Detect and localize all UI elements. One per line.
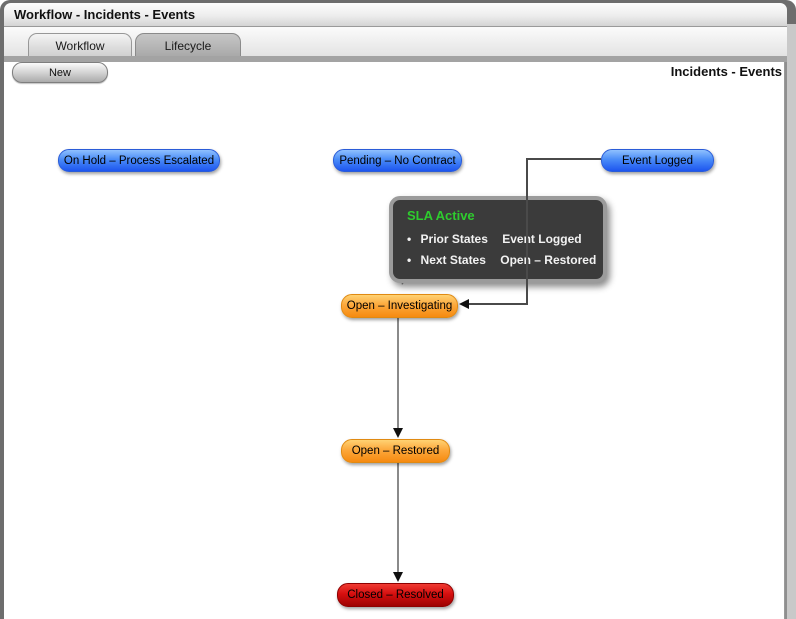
node-label: Pending – No Contract bbox=[339, 154, 456, 167]
next-states-value: Open – Restored bbox=[500, 253, 597, 267]
sla-tooltip-next-states: • Next States Open – Restored bbox=[407, 253, 596, 267]
edge-eventlogged-vertical bbox=[526, 158, 528, 305]
new-button-label: New bbox=[48, 66, 71, 79]
node-label: Event Logged bbox=[622, 154, 693, 167]
node-open-investigating[interactable]: Open – Investigating bbox=[341, 294, 458, 318]
node-label: Open – Restored bbox=[351, 445, 440, 457]
node-label: Closed – Resolved bbox=[347, 589, 444, 601]
node-event-logged[interactable]: Event Logged bbox=[601, 149, 714, 172]
tab-workflow[interactable]: Workflow bbox=[28, 33, 132, 57]
bullet-icon: • bbox=[407, 232, 412, 246]
edge-restored-to-resolved bbox=[397, 463, 399, 572]
arrowhead-into-open-restored bbox=[393, 428, 403, 438]
title-bar: Workflow - Incidents - Events bbox=[4, 3, 787, 27]
node-on-hold-process-escalated[interactable]: On Hold – Process Escalated bbox=[58, 149, 220, 172]
node-label: On Hold – Process Escalated bbox=[63, 154, 215, 167]
arrowhead-into-closed-resolved bbox=[393, 572, 403, 582]
tab-workflow-label: Workflow bbox=[55, 38, 105, 53]
panel-heading: Incidents - Events bbox=[670, 64, 782, 79]
workflow-canvas bbox=[4, 62, 785, 619]
edge-investigating-to-restored bbox=[397, 318, 399, 429]
arrowhead-into-open-investigating bbox=[459, 299, 469, 309]
vertical-scrollbar[interactable] bbox=[785, 24, 796, 619]
new-button[interactable]: New bbox=[12, 62, 108, 83]
next-states-label: Next States bbox=[420, 253, 486, 267]
edge-eventlogged-to-investigating bbox=[469, 303, 528, 305]
node-closed-resolved[interactable]: Closed – Resolved bbox=[337, 583, 454, 607]
node-label: Open – Investigating bbox=[346, 300, 453, 312]
node-open-restored[interactable]: Open – Restored bbox=[341, 439, 450, 463]
tab-divider-bar bbox=[4, 56, 787, 62]
tab-strip: Workflow Lifecycle bbox=[4, 27, 787, 57]
sla-tooltip: SLA Active • Prior States Event Logged •… bbox=[389, 196, 607, 283]
sla-tooltip-title: SLA Active bbox=[407, 208, 475, 223]
window-title: Workflow - Incidents - Events bbox=[14, 7, 196, 22]
node-pending-no-contract[interactable]: Pending – No Contract bbox=[333, 149, 462, 172]
edge-eventlogged-horizontal bbox=[527, 158, 601, 160]
tab-lifecycle-label: Lifecycle bbox=[164, 38, 212, 53]
bullet-icon: • bbox=[407, 253, 412, 267]
sla-tooltip-prior-states: • Prior States Event Logged bbox=[407, 232, 591, 246]
tab-lifecycle[interactable]: Lifecycle bbox=[135, 33, 241, 57]
prior-states-value: Event Logged bbox=[502, 232, 582, 246]
prior-states-label: Prior States bbox=[420, 232, 488, 246]
